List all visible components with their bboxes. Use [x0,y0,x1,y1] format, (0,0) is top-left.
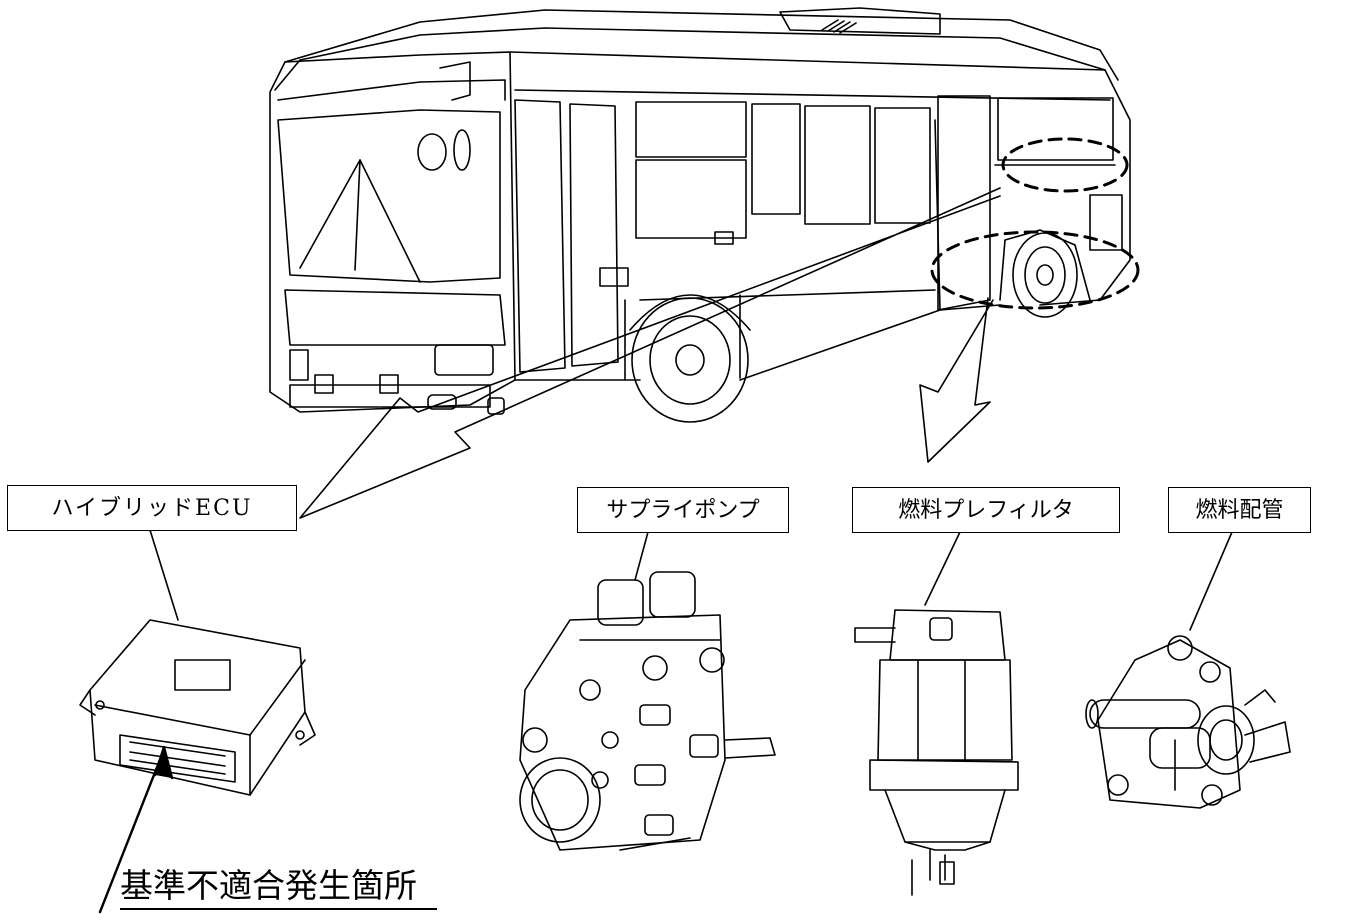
supply-pump-label: サプライポンプ [577,487,789,533]
arrow-to-parts [920,298,993,462]
fuel-pipe-icon [1086,636,1290,808]
fuel-prefilter-icon [855,610,1018,895]
arrow-to-ecu [300,188,1000,518]
leader-line-ecu [150,530,178,620]
fuel-prefilter-label: 燃料プレフィルタ [852,487,1120,533]
bus-illustration [270,8,1138,422]
hybrid-ecu-label: ハイブリッドECU [7,485,297,531]
supply-pump-icon [520,572,775,850]
leader-line-pump [635,532,648,580]
nonconformity-location-caption: 基準不適合発生箇所 [120,864,437,910]
leader-line-filter [925,532,960,605]
fuel-pipe-label: 燃料配管 [1168,487,1311,533]
ecu-icon [80,620,315,795]
leader-line-pipe [1190,532,1232,630]
